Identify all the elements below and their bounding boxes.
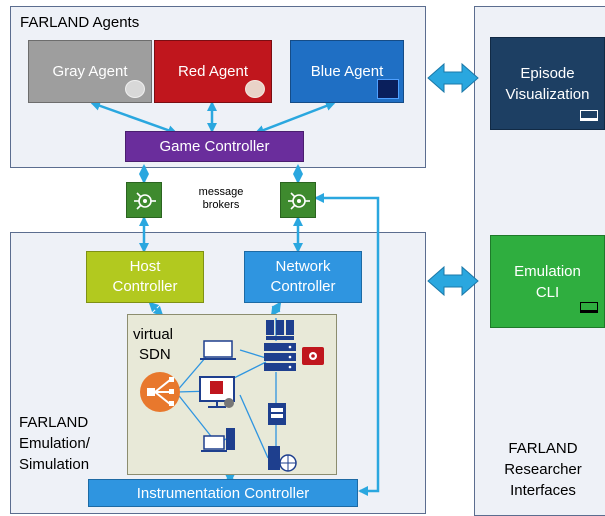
red-agent-label: Red Agent [177,63,249,80]
network-controller-label-line1: Network [275,258,331,275]
network-controller-label-line2: Controller [270,278,336,295]
emulation-title-line1: FARLAND [19,414,89,431]
laptop-icon-top [200,340,236,360]
switch-hub-icon [140,372,180,412]
gray-agent-box[interactable]: Gray Agent [28,40,152,103]
emulation-cli-line1: Emulation [514,262,581,280]
game-controller-label: Game Controller [159,138,270,155]
brain-icon [125,80,145,98]
brain-icon [377,79,399,99]
host-controller-label-line1: Host [129,258,161,275]
server-rack-icon [264,343,296,371]
emulation-title-line3: Simulation [19,456,90,473]
database-server-icon [268,403,286,425]
emulation-panel-title: FARLAND Emulation/ Simulation [19,412,90,475]
host-controller-label-line2: Controller [112,278,178,295]
virtual-sdn-label-line2: SDN [139,346,171,363]
arrow-broker-to-instrumentation [314,193,380,496]
brokers-label: message brokers [184,186,258,212]
link-switch-laptop-bottom [175,391,215,441]
game-controller-box[interactable]: Game Controller [125,131,304,162]
episode-visualization-box[interactable]: Episode Visualization [490,37,605,130]
red-agent-box[interactable]: Red Agent [154,40,272,103]
link-server-to-rack [229,361,267,381]
episode-visualization-line2: Visualization [505,85,590,103]
interfaces-panel-title: FARLAND Researcher Interfaces [488,438,598,501]
brokers-label-line2: brokers [202,199,240,211]
brokers-label-line1: message [198,186,244,198]
broker-right-icon [280,182,316,218]
arrow-network-to-sdn [270,301,282,317]
web-server-icon [268,446,297,472]
host-controller-box[interactable]: Host Controller [86,251,204,303]
instrumentation-controller-label: Instrumentation Controller [136,484,310,502]
brain-icon [245,80,265,98]
instrumentation-controller-box[interactable]: Instrumentation Controller [88,479,358,507]
laptop-pc-icon-bottom [201,428,235,452]
broker-left-icon [126,182,162,218]
red-tool-icon [302,347,324,365]
double-arrow-visualization [427,62,479,94]
link-laptop-top-to-rack [239,349,267,359]
virtual-sdn-label-line1: virtual [133,326,174,343]
virtual-sdn-label: virtual SDN [133,325,173,365]
emulation-title-line2: Emulation/ [19,435,90,452]
monitor-with-package-icon [199,376,235,408]
interfaces-title-line1: FARLAND [508,440,578,457]
emulation-cli-box[interactable]: Emulation CLI [490,235,605,328]
interfaces-title-line2: Researcher [504,461,582,478]
blue-agent-label: Blue Agent [310,63,384,80]
episode-visualization-line1: Episode [520,64,575,82]
agents-panel-title: FARLAND Agents [20,14,140,31]
network-controller-box[interactable]: Network Controller [244,251,362,303]
laptop-icon [580,302,598,313]
link-server-to-webserver [239,394,269,459]
double-arrow-cli [427,265,479,297]
blue-agent-box[interactable]: Blue Agent [290,40,404,103]
interfaces-title-line3: Interfaces [510,482,576,499]
arrow-gray-to-game [90,100,178,136]
laptop-icon [580,110,598,121]
arrow-host-to-sdn [148,301,164,317]
arrow-blue-to-game [254,101,336,135]
server-tower-icon [266,320,294,340]
emulation-cli-line2: CLI [535,283,560,301]
gray-agent-label: Gray Agent [52,63,128,80]
